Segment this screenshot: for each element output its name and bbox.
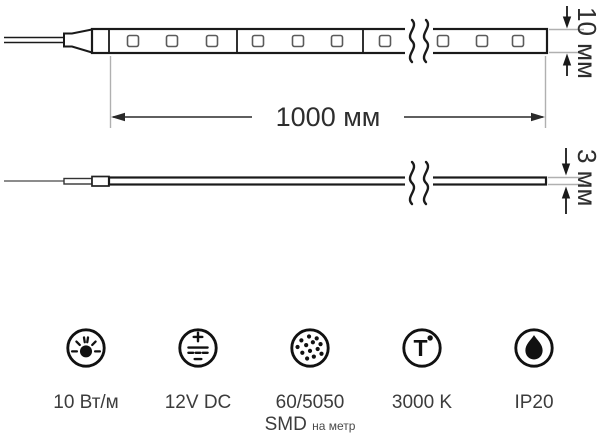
dc-voltage-icon (178, 328, 218, 368)
arrow-down-icon (561, 163, 571, 176)
wire-sleeve (63, 177, 93, 185)
spec-ip-rating: IP20 (478, 300, 590, 413)
spec-smd: 60/5050 SMD на метр (254, 300, 366, 435)
led (378, 34, 392, 48)
led (436, 34, 450, 48)
connector (63, 28, 93, 54)
spec-smd-label: 60/5050 (275, 392, 345, 413)
spec-smd-sublabel: SMD на метр (265, 414, 356, 435)
arrow-up-icon (561, 186, 571, 199)
water-drop-icon (525, 335, 543, 360)
thickness-dimension: 3 мм (548, 148, 600, 214)
led (475, 34, 489, 48)
arrow-right-icon (531, 112, 545, 122)
length-dimension-label: 1000 мм (276, 102, 381, 132)
length-dimension: 1000 мм (109, 56, 547, 132)
break-symbol (405, 160, 433, 206)
width-dimension: 10 мм (549, 6, 600, 79)
break-symbol (405, 18, 433, 64)
width-dimension-label: 10 мм (572, 7, 600, 79)
spec-color-temperature-label: 3000 K (391, 392, 453, 413)
dimension-diagram: 1000 мм 10 мм (4, 6, 600, 214)
led (165, 34, 179, 48)
smd-leds (126, 34, 525, 48)
led-strip-top-view (4, 18, 549, 64)
led (126, 34, 140, 48)
arrow-down-icon (562, 16, 572, 29)
spec-voltage-label: 12V DC (164, 392, 232, 413)
smd-leds-icon (290, 328, 330, 368)
color-temperature-icon: T (402, 328, 442, 368)
ip-rating-icon (514, 328, 554, 368)
led (511, 34, 525, 48)
spec-voltage: 12V DC (142, 300, 254, 413)
led-strip-side-view (4, 160, 548, 206)
strip-body-side (107, 176, 548, 186)
spec-color-temperature: T 3000 K (366, 300, 478, 413)
spec-smd-sub-primary: SMD (264, 414, 307, 435)
spec-power-label: 10 Вт/м (53, 392, 119, 413)
temperature-symbol: T (414, 335, 428, 361)
segment-dividers (108, 29, 364, 53)
wire-pair (4, 36, 64, 44)
power-per-meter-icon (66, 328, 106, 368)
spec-smd-sub-secondary: на метр (312, 419, 356, 433)
arrow-left-icon (111, 112, 125, 122)
led (330, 34, 344, 48)
led (291, 34, 305, 48)
arrow-up-icon (562, 53, 572, 66)
spec-power: 10 Вт/м (30, 300, 142, 413)
led (205, 34, 219, 48)
thickness-dimension-label: 3 мм (572, 149, 600, 206)
led (251, 34, 265, 48)
connector-side (91, 175, 110, 187)
spec-icons-row: 10 Вт/м 12V DC (0, 300, 600, 435)
spec-ip-rating-label: IP20 (514, 392, 554, 413)
